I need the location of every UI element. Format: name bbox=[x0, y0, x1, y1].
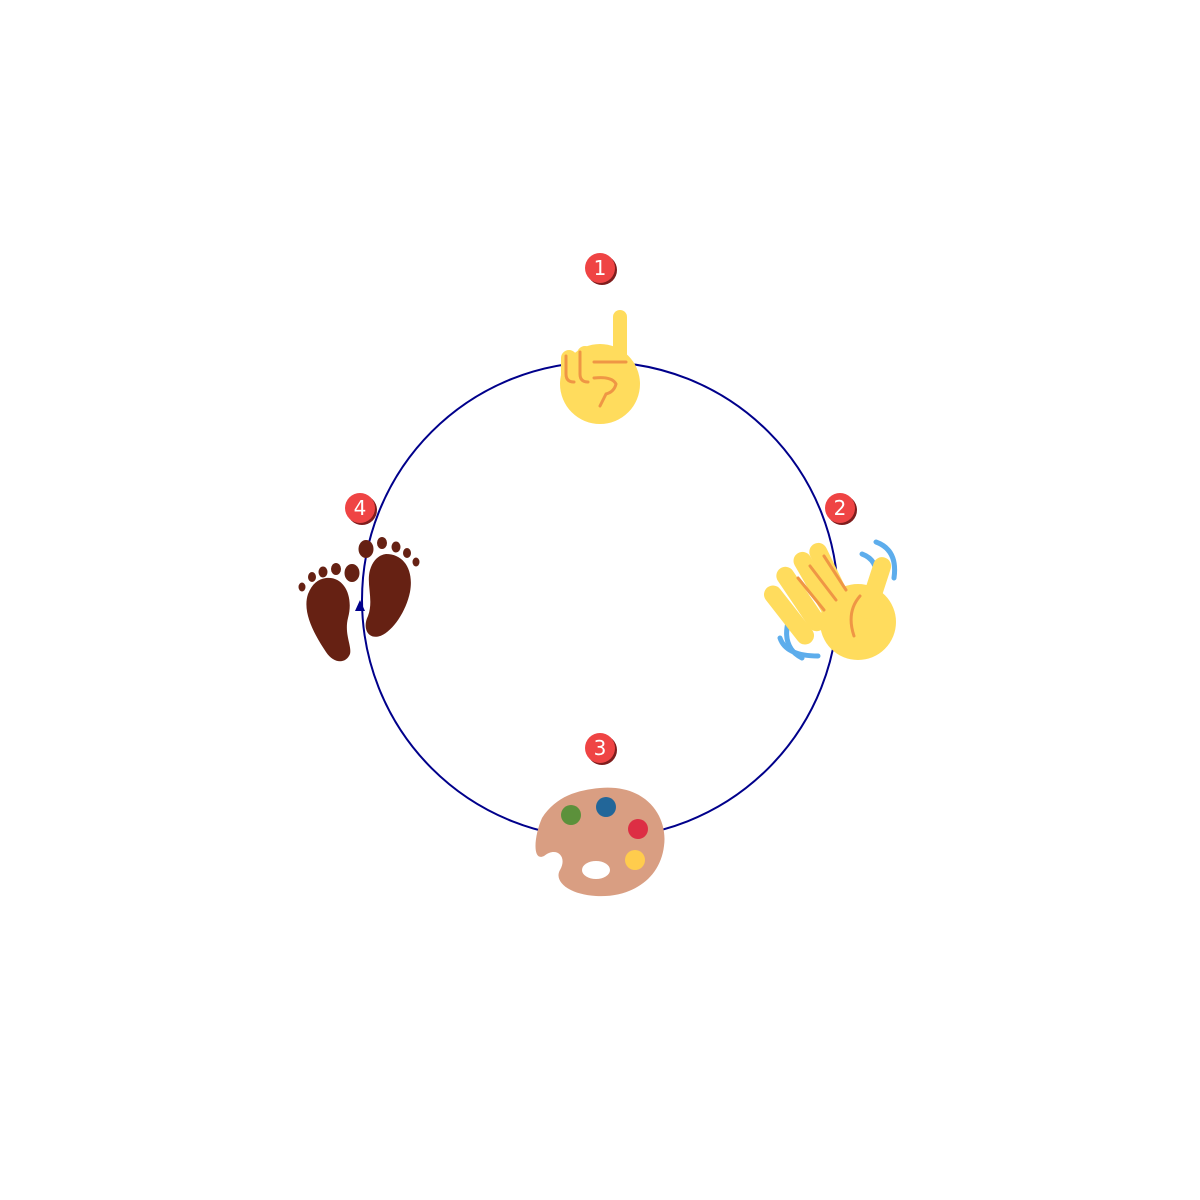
artist-palette-icon bbox=[535, 787, 665, 897]
waving-hand-icon bbox=[763, 539, 898, 661]
step-4: 4 bbox=[298, 493, 420, 662]
step-2: 2 bbox=[763, 493, 898, 661]
step-3-badge: 3 bbox=[585, 733, 617, 765]
step-4-number: 4 bbox=[354, 496, 367, 520]
cycle-arrow bbox=[355, 600, 365, 611]
step-4-badge: 4 bbox=[345, 493, 377, 525]
step-2-badge: 2 bbox=[825, 493, 857, 525]
badge-circle bbox=[585, 733, 615, 763]
step-1-badge: 1 bbox=[585, 253, 617, 285]
step-3: 3 bbox=[535, 733, 665, 897]
badge-circle bbox=[825, 493, 855, 523]
step-1: 1 bbox=[560, 253, 640, 424]
step-1-number: 1 bbox=[594, 256, 607, 280]
footprints-icon bbox=[298, 537, 420, 662]
step-3-number: 3 bbox=[594, 736, 607, 760]
index-pointing-up-icon bbox=[560, 310, 640, 424]
badge-circle bbox=[585, 253, 615, 283]
step-2-number: 2 bbox=[834, 496, 847, 520]
badge-circle bbox=[345, 493, 375, 523]
